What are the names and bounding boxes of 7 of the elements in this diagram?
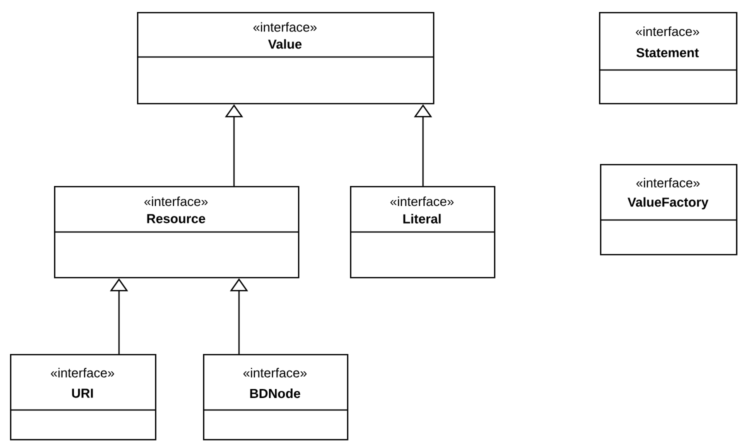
interface-box: «interface» Statement bbox=[599, 12, 738, 104]
interface-box: «interface» Resource bbox=[54, 186, 300, 278]
interface-box: «interface» ValueFactory bbox=[600, 164, 738, 256]
interface-box: «interface» URI bbox=[10, 354, 156, 440]
interface-box: «interface» Literal bbox=[350, 186, 496, 278]
interface-box: «interface» BDNode bbox=[203, 354, 348, 440]
interface-box: «interface» Value bbox=[137, 12, 434, 104]
